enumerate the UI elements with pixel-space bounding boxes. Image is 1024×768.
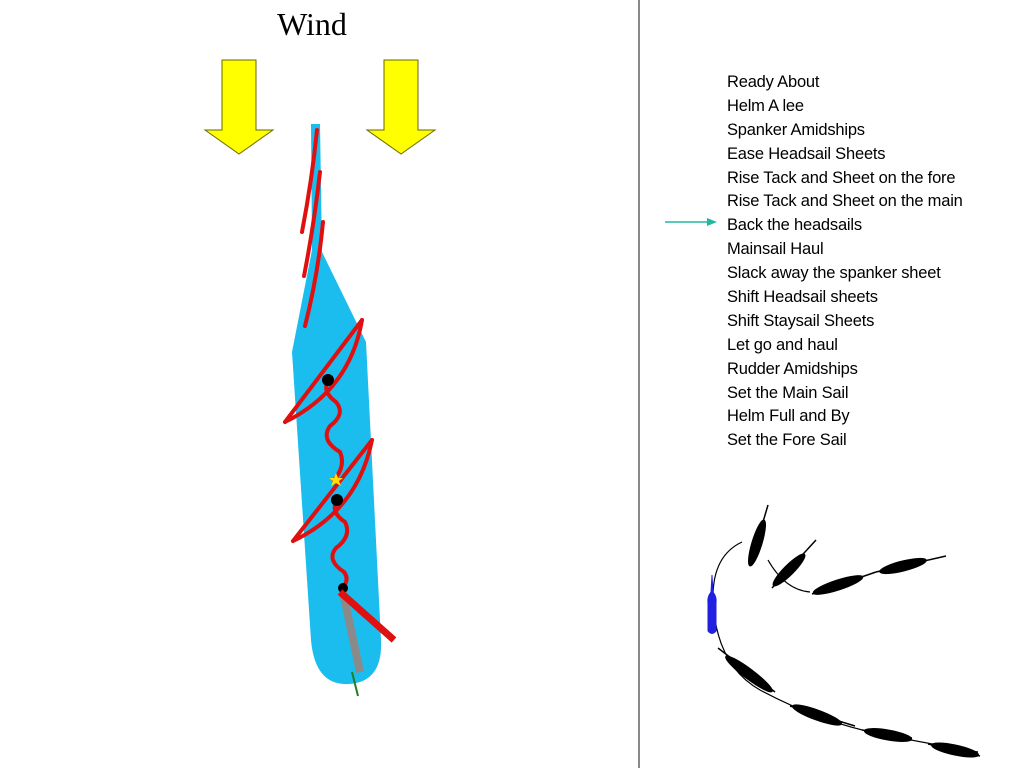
fore-staysail xyxy=(302,170,322,278)
order-item-current: Back the headsails xyxy=(727,216,862,235)
fore-brace xyxy=(324,378,344,482)
tack-course-diagram xyxy=(707,504,981,758)
fore-yard xyxy=(283,318,364,424)
tacking-orders-list: Ready About Helm A lee Spanker Amidships… xyxy=(727,71,963,453)
order-item: Helm A lee xyxy=(727,96,804,115)
order-item: Shift Headsail sheets xyxy=(727,288,878,307)
current-step-arrow xyxy=(665,218,717,226)
course-ship-current xyxy=(707,574,717,634)
panel-divider xyxy=(638,0,640,768)
course-ship-silhouettes xyxy=(717,504,981,758)
order-item: Let go and haul xyxy=(727,335,838,354)
order-item: Ready About xyxy=(727,73,820,91)
order-item: Set the Main Sail xyxy=(727,383,849,402)
main-mast-point xyxy=(331,494,343,506)
flying-jib xyxy=(303,220,325,328)
wake-line xyxy=(351,671,359,697)
order-item: Spanker Amidships xyxy=(727,120,865,139)
course-path xyxy=(712,541,979,753)
jib-sail xyxy=(300,128,319,234)
order-item: Helm Full and By xyxy=(727,407,850,426)
wind-arrow-right xyxy=(365,59,437,155)
main-mast xyxy=(291,438,374,590)
mizzen-mast-point xyxy=(338,583,348,593)
order-item: Rise Tack and Sheet on the fore xyxy=(727,168,956,187)
rudder xyxy=(339,591,364,673)
course-path-tail xyxy=(767,559,811,593)
fore-mast-point xyxy=(322,374,334,386)
order-item: Mainsail Haul xyxy=(727,240,824,259)
fore-sail xyxy=(283,318,364,424)
main-yard xyxy=(291,438,374,543)
main-brace xyxy=(330,498,350,590)
order-item: Shift Staysail Sheets xyxy=(727,311,875,330)
wind-label: Wind xyxy=(277,6,347,42)
headsails xyxy=(300,128,325,328)
order-item: Ease Headsail Sheets xyxy=(727,144,886,163)
wind-arrow-left xyxy=(203,59,275,155)
wind-arrows xyxy=(203,59,437,155)
spanker-boom xyxy=(337,589,397,643)
order-item: Rudder Amidships xyxy=(727,359,858,378)
ship-top-view xyxy=(283,124,397,697)
main-sail xyxy=(291,438,374,543)
star-marker xyxy=(329,473,343,486)
order-item: Set the Fore Sail xyxy=(727,431,847,450)
fore-mast xyxy=(283,318,364,482)
order-item: Slack away the spanker sheet xyxy=(727,264,941,283)
order-item: Rise Tack and Sheet on the main xyxy=(727,192,963,211)
